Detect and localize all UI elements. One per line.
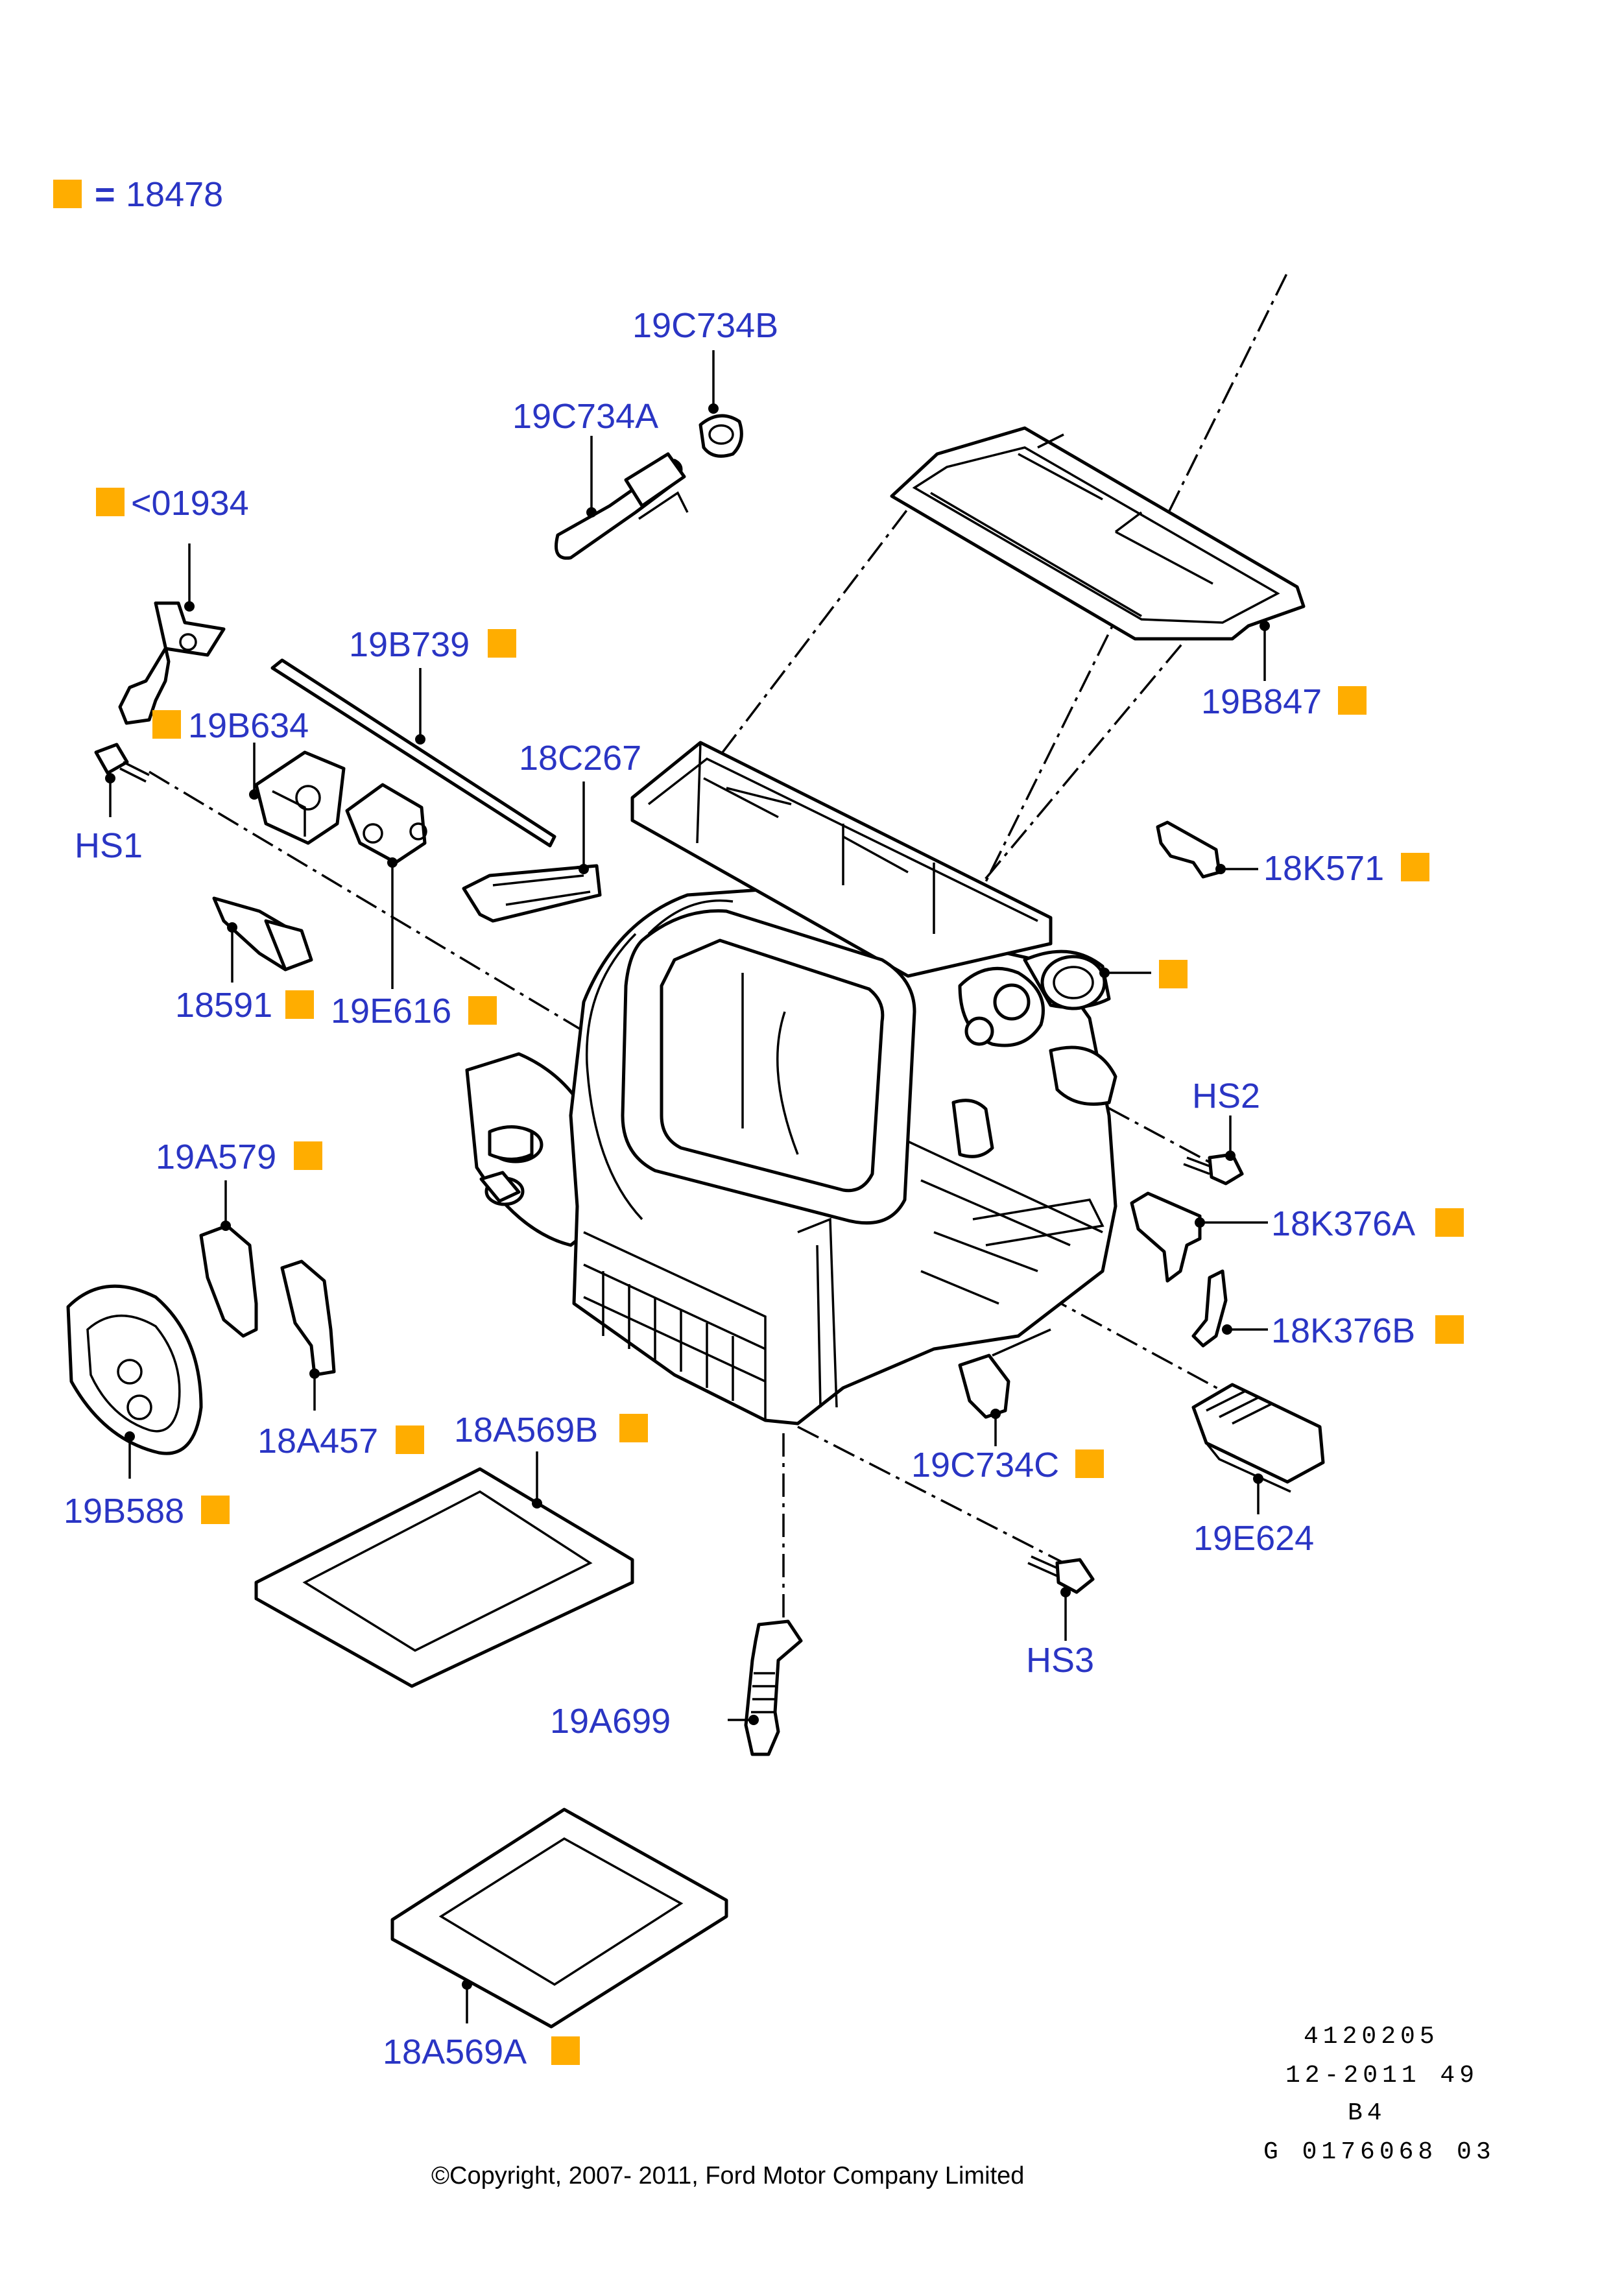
- part-18a569b-frame: [254, 1467, 634, 1688]
- callout-19b588: 19B588: [64, 1492, 184, 1531]
- part-19b588-cover: [66, 1284, 203, 1455]
- callout-hs1: HS1: [75, 826, 143, 865]
- callout-19b588-marker: [201, 1496, 230, 1524]
- part-19b847-filter-frame: [890, 426, 1306, 641]
- diagram-ref-line2: 12-2011 49: [1285, 2062, 1479, 2090]
- diagram-ref-line4: G 0176068 03: [1263, 2138, 1496, 2166]
- callout-19b739: 19B739: [349, 625, 470, 664]
- callout-19e616: 19E616: [331, 992, 451, 1031]
- callout-18a569b: 18A569B: [454, 1411, 598, 1449]
- callout-18a569a: 18A569A: [383, 2033, 527, 2071]
- callout-18k376b-marker: [1435, 1315, 1464, 1344]
- part-19a579-cover: [199, 1224, 258, 1338]
- callout-19c734c-marker: [1075, 1449, 1104, 1478]
- part-18k376b-lever: [1191, 1269, 1228, 1348]
- callout-19e616-marker: [468, 996, 497, 1025]
- part-18c267-duct: [462, 864, 602, 923]
- diagram-ref-line1: 4120205: [1304, 2023, 1439, 2051]
- part-hs2-screw: [1183, 1152, 1244, 1186]
- part-19b739-rod: [270, 658, 556, 848]
- part-hs1-screw: [94, 743, 150, 783]
- callout-19a699: 19A699: [550, 1702, 671, 1741]
- part-hs3-screw: [1027, 1555, 1095, 1594]
- part-19c734c-sensor: [958, 1328, 1051, 1419]
- legend-marker: [53, 180, 82, 208]
- copyright-notice: ©Copyright, 2007- 2011, Ford Motor Compa…: [431, 2162, 1024, 2189]
- callout-18591-marker: [285, 990, 314, 1019]
- callout-18k571: 18K571: [1263, 849, 1384, 888]
- callout-hs3: HS3: [1026, 1641, 1094, 1680]
- part-19c734b-grommet: [699, 414, 743, 458]
- diagram-ref-line3: B4: [1348, 2099, 1387, 2127]
- part-18k571-clip: [1156, 820, 1221, 879]
- part-19e624-resistor: [1191, 1383, 1325, 1493]
- diagram-reference-block: 4120205 12-2011 49 B4 G 0176068 03: [1263, 2023, 1496, 2166]
- callout-19b634-marker: [152, 710, 181, 739]
- callout-19e624: 19E624: [1193, 1519, 1314, 1558]
- callout-19c734a: 19C734A: [512, 397, 658, 436]
- part-19e616-actuator: [345, 783, 427, 865]
- callout-18k376a: 18K376A: [1271, 1204, 1415, 1243]
- callout-19c734c: 19C734C: [911, 1446, 1059, 1485]
- part-19b634-actuator: [254, 750, 346, 845]
- part-19c734a-hose: [555, 452, 689, 560]
- callout-18a457: 18A457: [257, 1422, 378, 1461]
- part-18591-sensor: [212, 896, 313, 972]
- callout-19c734b: 19C734B: [632, 306, 778, 345]
- callout-01934-marker: [96, 488, 125, 516]
- legend: = 18478: [53, 175, 223, 214]
- heater-housing: [465, 741, 1117, 1425]
- callout-hs2: HS2: [1192, 1077, 1260, 1115]
- callout-19a579-marker: [294, 1141, 322, 1170]
- callout-18591: 18591: [175, 986, 272, 1025]
- leader-lines: [105, 350, 1270, 2023]
- callout-18k571-marker: [1401, 853, 1429, 881]
- part-19a699-drain: [744, 1619, 803, 1756]
- part-18a457-cover: [280, 1259, 336, 1377]
- callout-18a569a-marker: [551, 2036, 580, 2065]
- callout-housing-marker: [1159, 960, 1188, 988]
- callout-01934: <01934: [131, 484, 249, 523]
- part-01934-bracket: [118, 601, 226, 725]
- callout-18k376a-marker: [1435, 1208, 1464, 1237]
- callout-labels: 19C734B 19C734A <01934 19B739 19B847 19B…: [64, 306, 1464, 2071]
- callout-18c267: 18C267: [519, 739, 641, 778]
- housing-top-duct: [630, 741, 1053, 978]
- housing-outlet-ring: [1040, 955, 1106, 1010]
- callout-18k376b: 18K376B: [1271, 1311, 1415, 1350]
- legend-equals: =: [95, 175, 115, 214]
- callout-18a569b-marker: [619, 1414, 648, 1442]
- part-18a569a-frame: [390, 1807, 728, 2029]
- part-18k376a-lever: [1130, 1191, 1202, 1283]
- callout-19b847: 19B847: [1201, 682, 1322, 721]
- callout-19b739-marker: [488, 629, 516, 658]
- callout-19b847-marker: [1338, 686, 1367, 715]
- legend-value: 18478: [126, 175, 223, 214]
- callout-19a579: 19A579: [156, 1138, 276, 1176]
- callout-19b634: 19B634: [188, 706, 309, 745]
- callout-18a457-marker: [396, 1425, 424, 1454]
